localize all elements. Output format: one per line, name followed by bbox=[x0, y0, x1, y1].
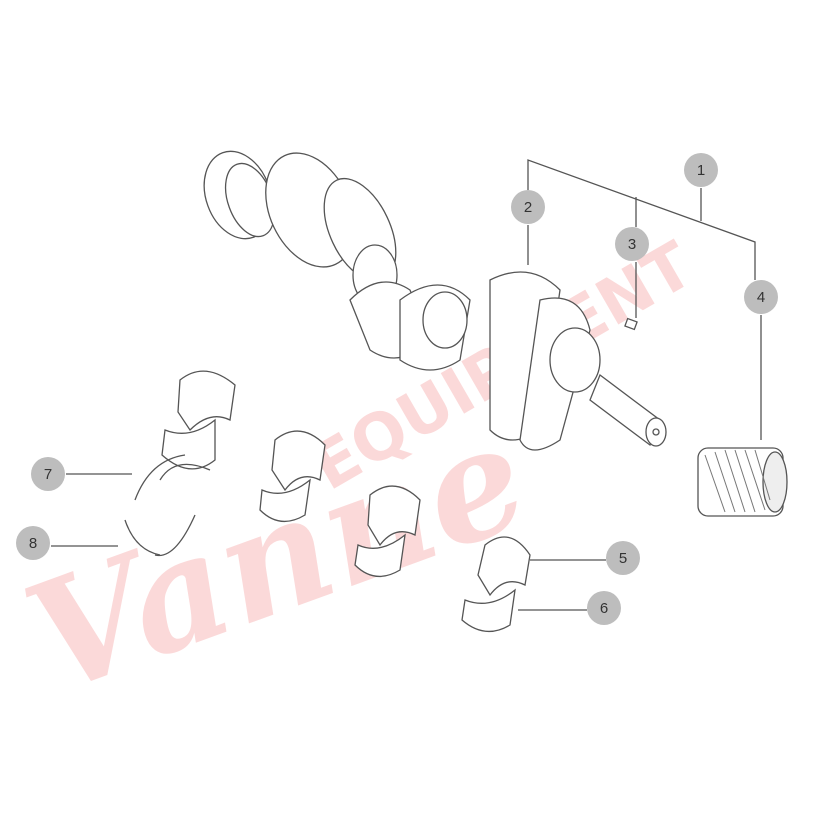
callout-5[interactable]: 5 bbox=[606, 541, 640, 575]
thrust-washers bbox=[124, 454, 211, 557]
bearing-shells bbox=[161, 370, 531, 632]
callout-2[interactable]: 2 bbox=[511, 190, 545, 224]
gear-drawing bbox=[697, 447, 788, 517]
callout-8[interactable]: 8 bbox=[16, 526, 50, 560]
leader-lines bbox=[51, 159, 762, 611]
callout-6[interactable]: 6 bbox=[587, 591, 621, 625]
callout-4[interactable]: 4 bbox=[744, 280, 778, 314]
callout-7[interactable]: 7 bbox=[31, 457, 65, 491]
crankshaft-drawing bbox=[203, 150, 667, 451]
callout-3[interactable]: 3 bbox=[615, 227, 649, 261]
callout-1[interactable]: 1 bbox=[684, 153, 718, 187]
